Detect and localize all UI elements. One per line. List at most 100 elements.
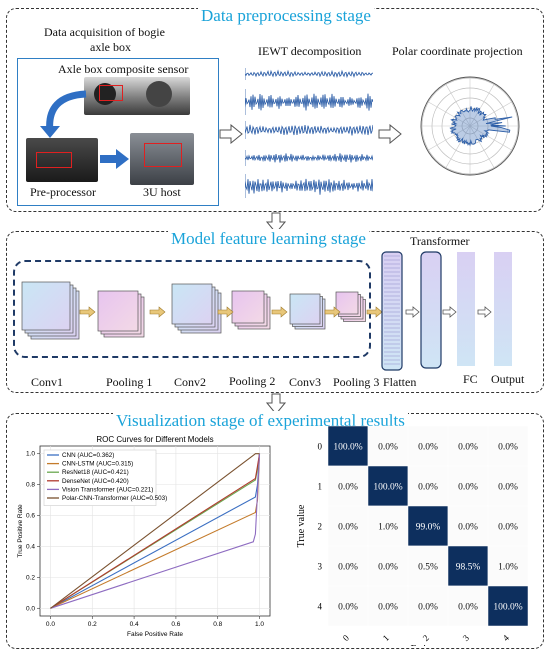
roc-legend-label: CNN-LSTM (AUC=0.315) [62,461,133,468]
matrix-cell [487,425,529,467]
matrix-y-axis-label: True value [296,504,307,547]
matrix-cell-value: 0.0% [498,443,518,453]
acq-title-line2: axle box [90,40,131,54]
hollow-arrow-icon [442,306,457,318]
polar-projection-plot [420,76,520,176]
roc-y-tick-label: 0.8 [26,482,35,489]
host-label: 3U host [143,185,181,199]
matrix-cell-value: 100.0% [493,603,522,613]
roc-y-tick-label: 0.4 [26,543,35,550]
preprocessor-label: Pre-processor [30,185,96,199]
matrix-cell [447,465,489,507]
matrix-cell-value: 0.0% [458,443,478,453]
feature-arrow-icon [324,306,341,318]
confusion-matrix: 100.0%0.0%0.0%0.0%0.0%0.0%100.0%0.0%0.0%… [296,425,529,646]
roc-y-tick-label: 0.0 [26,605,35,612]
matrix-row-label: 4 [318,602,323,612]
matrix-cell-value: 1.0% [498,563,518,573]
feature-arrow-icon [217,306,234,318]
matrix-cell-value: 0.0% [458,603,478,613]
iewt-component-signal [245,93,373,111]
roc-x-tick-label: 0.4 [130,621,139,628]
matrix-cell [487,545,529,587]
matrix-cell-value: 98.5% [456,563,481,573]
matrix-cell-value: 100.0% [373,483,402,493]
layer-label-pooling1: Pooling 1 [106,375,153,389]
matrix-cell [447,505,489,547]
matrix-cell-value: 0.0% [338,483,358,493]
transformer-label: Transformer [410,234,470,248]
hollow-arrow-icon [219,124,243,144]
network-diagram [21,251,512,371]
iewt-component-signal [245,124,373,136]
matrix-cell-value: 0.0% [338,523,358,533]
acquisition-frame [17,58,219,206]
matrix-cell-value: 0.0% [338,563,358,573]
matrix-col-label: 4 [501,632,512,643]
matrix-col-label: 3 [461,632,472,643]
preprocessor-photo [26,138,98,182]
polar-outer-ring [420,76,520,176]
sensor-label: Axle box composite sensor [58,62,189,76]
polar-grid-spoke [469,101,512,127]
feature-arrow-icon [79,306,96,318]
matrix-cell-value: 100.0% [333,443,362,453]
matrix-cell [367,545,409,587]
conv3-feature-map [289,293,321,325]
roc-series-line [50,453,260,609]
roc-x-tick-label: 1.0 [255,621,264,628]
arrow-right-icon [100,149,129,169]
matrix-cell-value: 0.0% [338,603,358,613]
polar-grid-spoke [469,125,495,168]
matrix-cell-value: 0.0% [418,483,438,493]
layer-label-output: Output [491,372,525,386]
hollow-arrow-icon [378,124,402,144]
cnn-block-frame [13,260,371,358]
curved-arrow-icon [40,90,87,138]
roc-y-tick-label: 0.6 [26,513,35,520]
matrix-cell [407,425,449,467]
matrix-cell-value: 0.0% [378,443,398,453]
polar-grid-spoke [469,84,495,127]
polar-grid-spoke [428,101,471,127]
matrix-cell-value: 0.0% [498,523,518,533]
stage1-title: Data preprocessing stage [198,6,374,26]
matrix-row-label: 3 [318,562,323,572]
layer-label-conv2: Conv2 [174,375,207,389]
matrix-cell-value: 0.0% [378,563,398,573]
pooling2-feature-map [231,290,265,324]
roc-legend-label: CNN (AUC=0.362) [62,452,114,459]
matrix-x-axis-label: Estimate [411,644,447,646]
roc-chart-title: ROC Curves for Different Models [96,435,213,444]
stage2-title: Model feature learning stage [168,229,369,249]
roc-legend-label: Polar-CNN-Transformer (AUC=0.503) [62,495,167,502]
hollow-arrow-icon [405,306,420,318]
matrix-cell-value: 0.0% [498,483,518,493]
down-arrow-icon [266,212,286,234]
matrix-row-label: 2 [318,522,323,532]
fc-layer [457,252,475,366]
matrix-cell [327,585,369,627]
polar-grid-spoke [445,84,471,127]
matrix-row-label: 1 [318,482,323,492]
layer-label-conv3: Conv3 [289,375,322,389]
iewt-component-signal [245,178,373,195]
matrix-cell [407,505,449,547]
layer-label-conv1: Conv1 [31,375,64,389]
matrix-cell [367,585,409,627]
matrix-cell [487,585,529,627]
polar-label: Polar coordinate projection [392,44,523,58]
conv1-feature-map [21,281,71,331]
roc-y-tick-label: 1.0 [26,451,35,458]
iewt-component-signal [245,69,373,79]
layer-label-flatten: Flatten [383,375,417,389]
matrix-cell-value: 0.0% [458,483,478,493]
pooling3-feature-map [335,291,359,315]
matrix-cell [327,545,369,587]
matrix-cell [447,425,489,467]
hollow-arrow-icon [477,306,492,318]
matrix-col-label: 0 [341,632,352,643]
roc-legend-label: DenseNet (AUC=0.420) [62,478,129,485]
iewt-component-signal [245,153,373,163]
matrix-cell-value: 0.0% [458,523,478,533]
